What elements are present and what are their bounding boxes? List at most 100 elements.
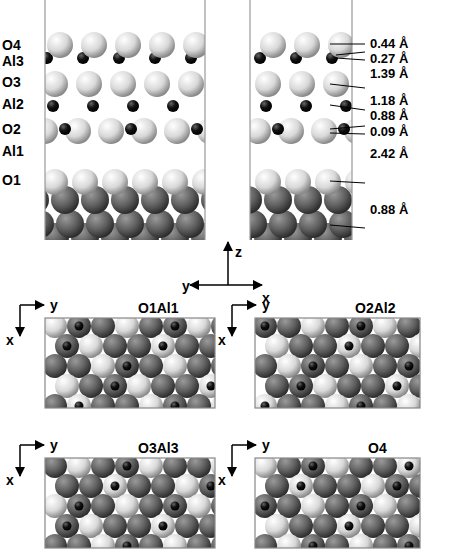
- axis-label: x: [6, 472, 14, 488]
- distance-label: 0.88 Å: [370, 108, 408, 124]
- oxygen-atom: [211, 394, 215, 408]
- oxygen-atom: [373, 534, 397, 548]
- oxygen-atom: [255, 494, 277, 518]
- oxygen-atom: [337, 514, 361, 538]
- oxygen-atom: [103, 374, 127, 398]
- oxygen-atom: [151, 334, 175, 358]
- oxygen-atom: [385, 374, 409, 398]
- aluminium-atom: [309, 362, 318, 371]
- oxygen-atom: [79, 474, 103, 498]
- oxygen-atom: [163, 494, 187, 518]
- oxygen-atom: [47, 32, 73, 58]
- oxygen-atom: [45, 169, 68, 195]
- layer-label: Al3: [2, 53, 24, 69]
- aluminium-atom: [171, 502, 180, 511]
- cell-frame: [255, 318, 420, 408]
- oxygen-atom: [250, 118, 271, 144]
- panel-title: O1Al1: [138, 300, 178, 316]
- aluminium-atom: [125, 123, 137, 135]
- oxygen-atom: [192, 169, 205, 195]
- distance-label: 0.44 Å: [370, 36, 408, 52]
- oxygen-atom: [98, 118, 124, 144]
- aluminium-atom: [393, 482, 402, 491]
- oxygen-atom: [187, 394, 211, 408]
- oxygen-atom: [178, 71, 204, 97]
- aluminium-atom: [405, 462, 414, 471]
- aluminium-atom: [159, 522, 168, 531]
- aluminium-atom: [261, 402, 270, 409]
- oxygen-atom: [55, 514, 79, 538]
- oxygen-atom: [176, 210, 204, 238]
- oxygen-atom: [67, 354, 91, 378]
- oxygen-atom: [277, 394, 301, 408]
- oxygen-atom: [175, 514, 199, 538]
- oxygen-atom: [250, 210, 267, 238]
- panel-title: O4: [368, 440, 387, 456]
- oxygen-atom: [337, 474, 361, 498]
- oxygen-atom: [397, 534, 420, 548]
- oxygen-atom: [115, 394, 139, 408]
- distance-label: 2.42 Å: [370, 146, 408, 162]
- oxygen-atom: [151, 474, 175, 498]
- oxygen-atom: [79, 374, 103, 398]
- oxygen-atom: [139, 494, 163, 518]
- oxygen-atom: [289, 474, 313, 498]
- aluminium-atom: [357, 402, 366, 409]
- oxygen-atom: [211, 534, 215, 548]
- oxygen-atom: [45, 210, 54, 238]
- oxygen-atom: [255, 169, 281, 195]
- oxygen-atom: [139, 354, 163, 378]
- oxygen-atom: [299, 210, 327, 238]
- oxygen-atom: [127, 474, 151, 498]
- oxygen-atom: [325, 534, 349, 548]
- aluminium-atom: [309, 542, 318, 549]
- aluminium-atom: [191, 123, 203, 135]
- top-views: [43, 314, 457, 556]
- oxygen-atom: [265, 474, 289, 498]
- oxygen-atom: [289, 334, 313, 358]
- oxygen-atom: [349, 394, 373, 408]
- oxygen-atom: [79, 334, 103, 358]
- aluminium-atom: [393, 382, 402, 391]
- oxygen-atom: [45, 118, 58, 144]
- oxygen-atom: [349, 534, 373, 548]
- oxygen-atom: [361, 474, 385, 498]
- oxygen-atom: [277, 354, 301, 378]
- oxygen-atom: [139, 534, 163, 548]
- distance-label: 0.09 Å: [370, 124, 408, 140]
- aluminium-atom: [171, 322, 180, 331]
- oxygen-atom: [187, 494, 211, 518]
- oxygen-atom: [397, 354, 420, 378]
- oxygen-atom: [79, 514, 103, 538]
- oxygen-atom: [115, 32, 141, 58]
- oxygen-atom: [289, 71, 315, 97]
- distance-label: 0.27 Å: [370, 51, 408, 67]
- oxygen-atom: [127, 334, 151, 358]
- panel-title: O3Al3: [138, 440, 178, 456]
- oxygen-atom: [337, 374, 361, 398]
- oxygen-atom: [149, 32, 175, 58]
- aluminium-atom: [300, 100, 312, 112]
- oxygen-atom: [91, 494, 115, 518]
- axis-label: y: [262, 437, 270, 453]
- axis-label: y: [262, 297, 270, 313]
- oxygen-atom: [163, 394, 187, 408]
- aluminium-atom: [345, 522, 354, 531]
- side-view-right: [250, 32, 352, 240]
- oxygen-atom: [67, 534, 91, 548]
- oxygen-atom: [385, 334, 409, 358]
- oxygen-atom: [86, 210, 114, 238]
- oxygen-atom: [397, 394, 420, 408]
- aluminium-atom: [357, 322, 366, 331]
- oxygen-atom: [91, 394, 115, 408]
- distance-label: 0.88 Å: [370, 202, 408, 218]
- oxygen-atom: [102, 169, 128, 195]
- oxygen-atom: [385, 514, 409, 538]
- oxygen-atom: [163, 534, 187, 548]
- top-view: [45, 318, 215, 408]
- leader-lines: [330, 44, 365, 228]
- oxygen-atom: [397, 494, 420, 518]
- oxygen-atom: [373, 394, 397, 408]
- oxygen-atom: [187, 354, 211, 378]
- panel-title: O2Al2: [355, 300, 395, 316]
